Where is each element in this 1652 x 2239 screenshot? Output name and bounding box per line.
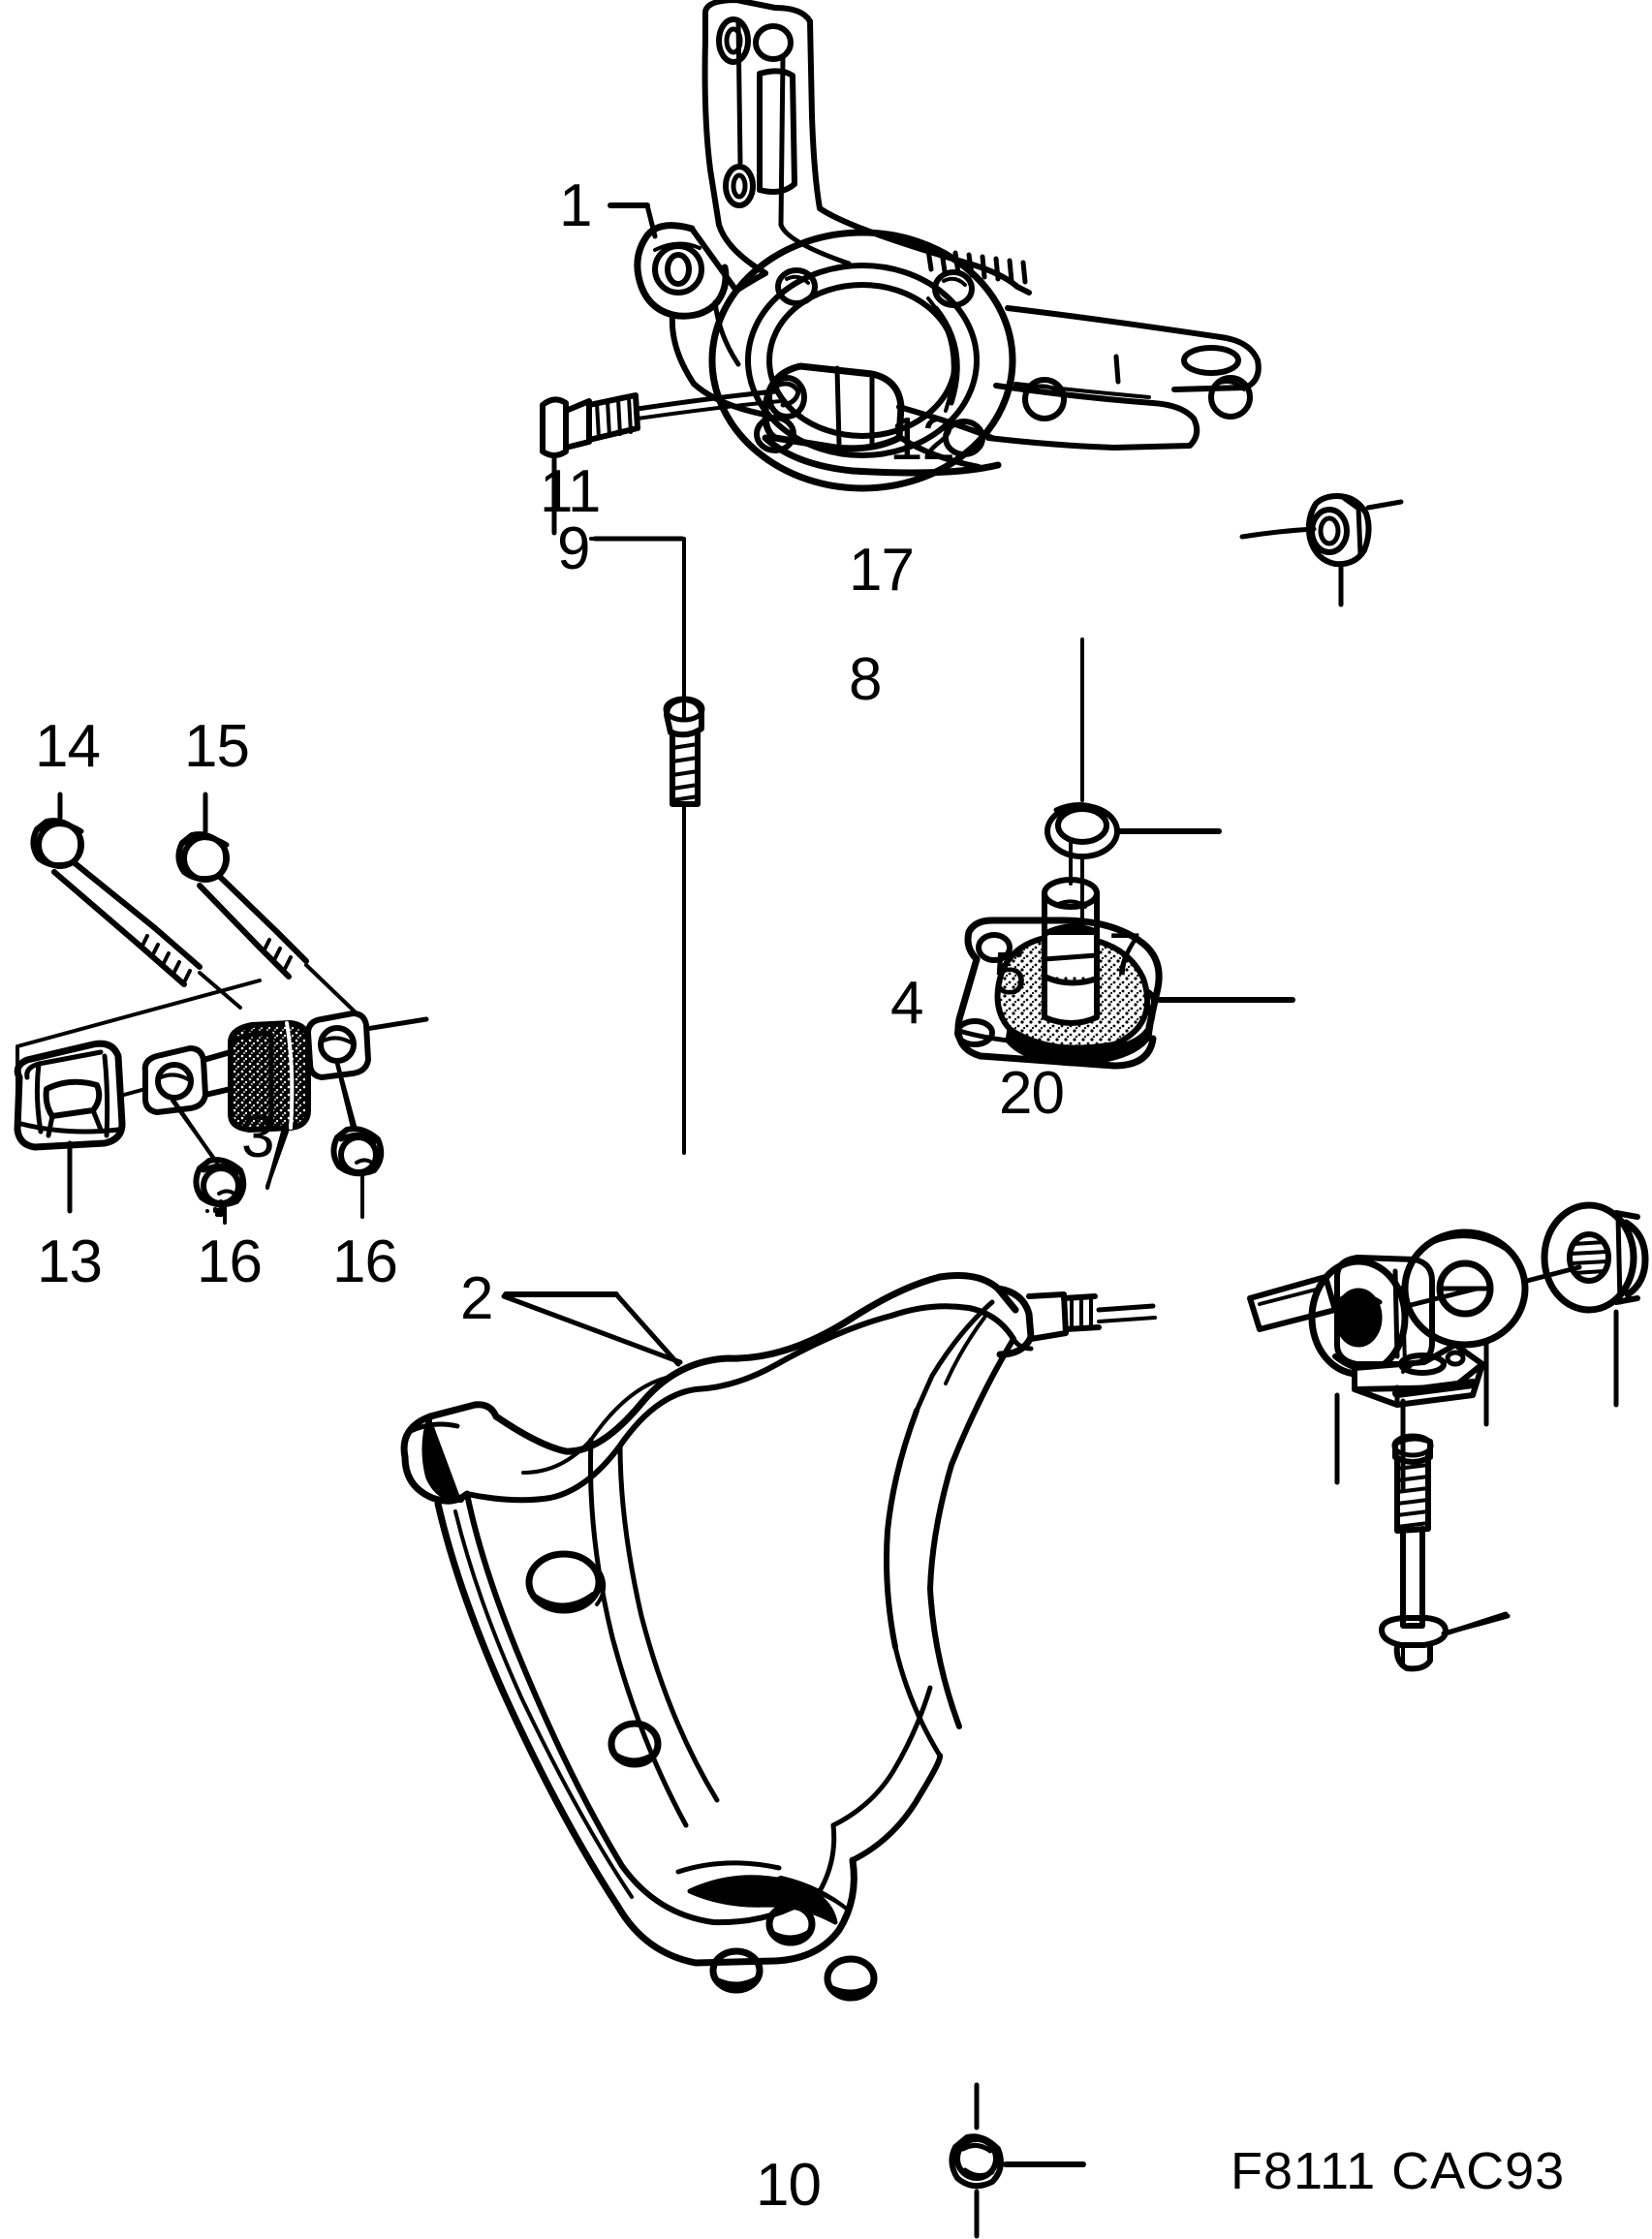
part-ball-joint-nut: [949, 2082, 1004, 2239]
callout-label-3: 3: [241, 1104, 274, 1170]
part-bracket-bolt: [1379, 1433, 1449, 1672]
part-steering-knuckle: [634, 0, 1262, 492]
callout-label-4: 4: [890, 970, 923, 1037]
part-knuckle-pinch-nut: [1239, 493, 1404, 568]
part-ball-joint-bolt: [663, 696, 705, 1155]
callout-label-1: 1: [559, 172, 592, 239]
callout-label-16-left: 16: [197, 1228, 263, 1295]
callout-label-9: 9: [557, 515, 590, 582]
callout-label-2: 2: [460, 1265, 493, 1332]
part-bushing-nut-right: [330, 1126, 385, 1194]
part-rear-bushing: [141, 1011, 429, 1133]
part-bushing-through-bolt: [175, 831, 358, 1015]
part-knuckle-pinch-bolt: [540, 389, 783, 458]
callout-label-16-right: 16: [332, 1228, 398, 1295]
part-flange-nut: [1541, 1201, 1649, 1314]
callout-label-10: 10: [756, 2152, 822, 2219]
callout-label-8: 8: [849, 646, 882, 713]
callout-label-20: 20: [999, 1060, 1065, 1127]
part-front-bushing-bracket: [1247, 1255, 1485, 1408]
callout-label-15: 15: [184, 713, 250, 780]
part-washer: [1401, 1228, 1582, 1349]
callout-label-11: 11: [540, 458, 601, 525]
part-rear-mounting-bolt: [30, 818, 242, 1010]
drawing-code: F8111 CAC93: [1231, 2142, 1566, 2200]
callout-label-13: 13: [37, 1228, 103, 1295]
callout-label-7: 7: [1108, 921, 1141, 988]
part-bushing-cap: [14, 1040, 126, 1151]
callout-label-5: 5: [993, 941, 1026, 1008]
part-ball-joint: [954, 841, 1163, 1070]
part-lower-control-arm: [400, 1272, 1157, 2002]
callout-label-12: 12: [889, 406, 955, 473]
callout-label-14: 14: [35, 713, 101, 780]
callout-label-17: 17: [849, 537, 915, 604]
